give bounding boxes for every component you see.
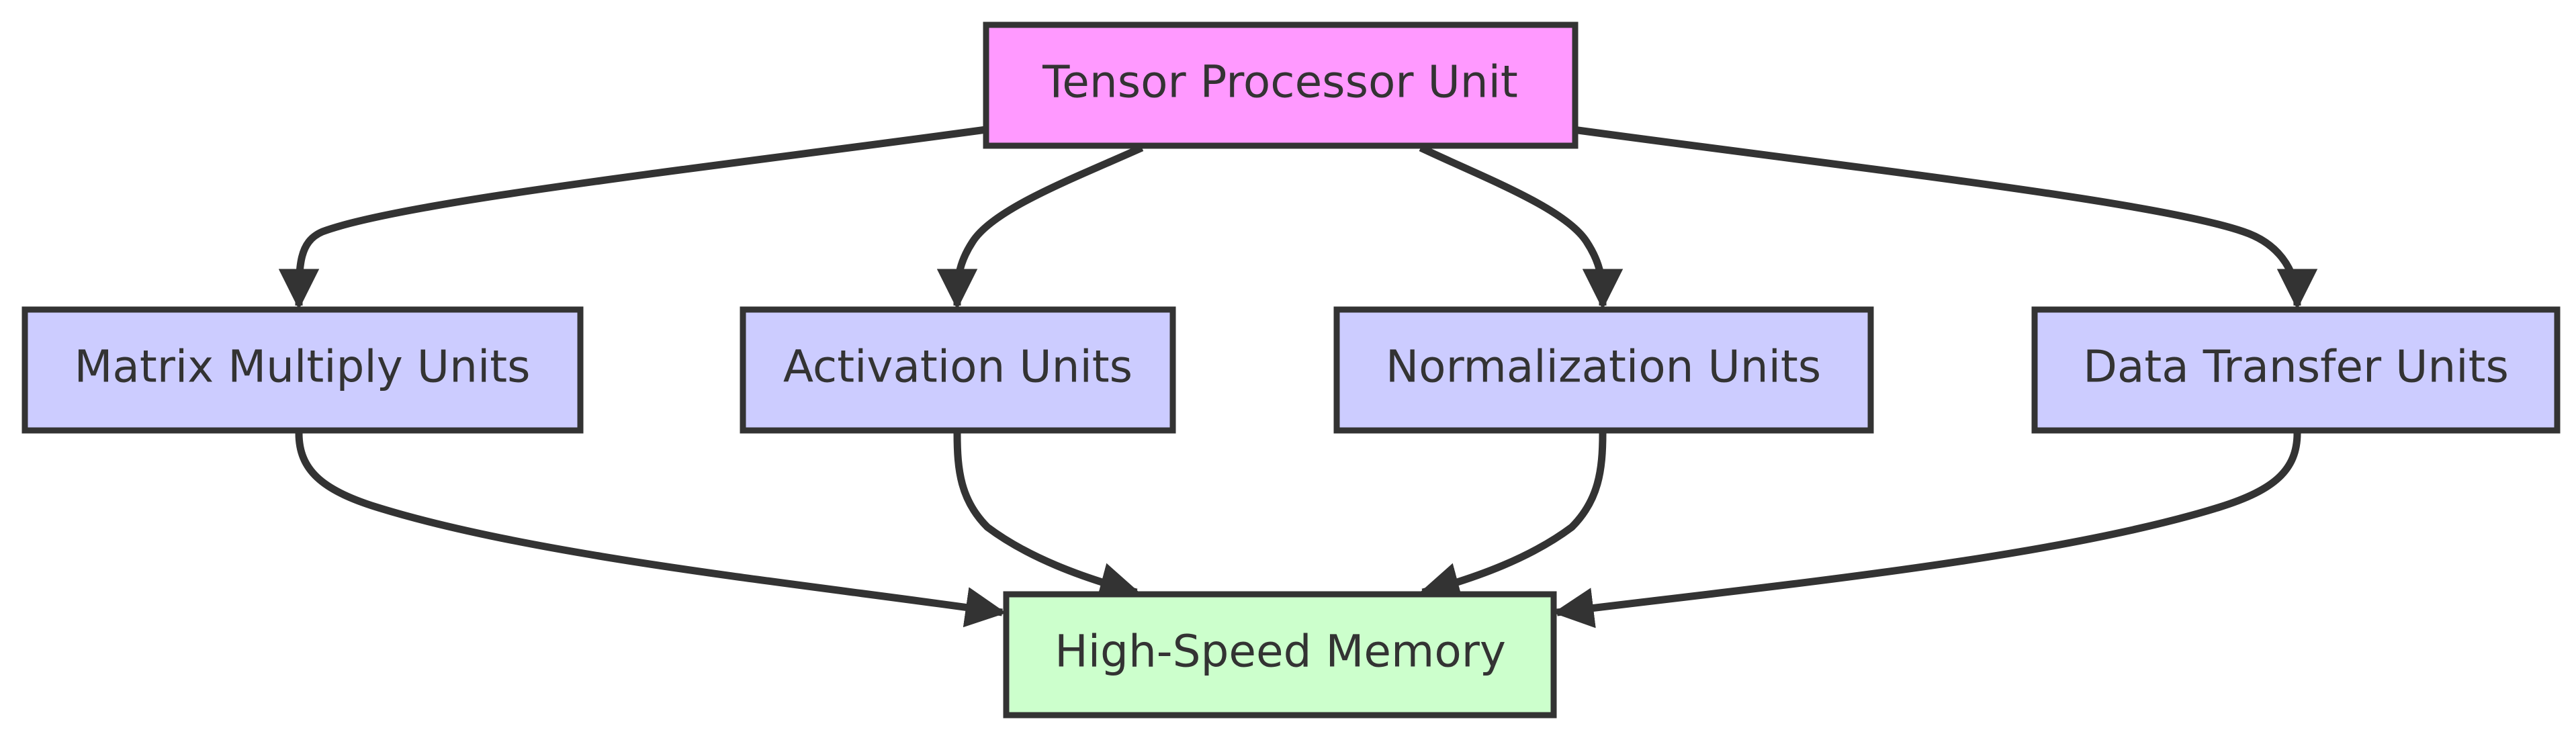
edge-tpu-to-norm [1419,144,1624,310]
edge-norm-to-mem [1419,432,1607,603]
node-tensor-processor-unit: Tensor Processor Unit [983,21,1579,149]
node-label: Matrix Multiply Units [74,341,530,393]
node-label: Activation Units [783,341,1132,393]
node-data-transfer-units: Data Transfer Units [2031,306,2561,434]
node-matrix-multiply-units: Matrix Multiply Units [21,306,584,434]
edge-dtu-to-mem [1552,432,2301,629]
nodes-layer: Tensor Processor Unit Matrix Multiply Un… [21,21,2561,719]
node-normalization-units: Normalization Units [1333,306,1874,434]
node-label: Data Transfer Units [2083,341,2509,393]
node-label: Tensor Processor Unit [1042,56,1518,108]
edges-layer [278,126,2318,629]
node-activation-units: Activation Units [740,306,1176,434]
node-label: High-Speed Memory [1055,626,1506,678]
node-label: Normalization Units [1386,341,1821,393]
node-high-speed-memory: High-Speed Memory [1003,591,1557,719]
edge-act-to-mem [953,432,1141,603]
edge-tpu-to-act [936,144,1144,310]
edge-mmu-to-mem [295,432,1006,628]
edge-tpu-to-dtu [1572,126,2318,310]
edge-tpu-to-mmu [278,126,987,310]
